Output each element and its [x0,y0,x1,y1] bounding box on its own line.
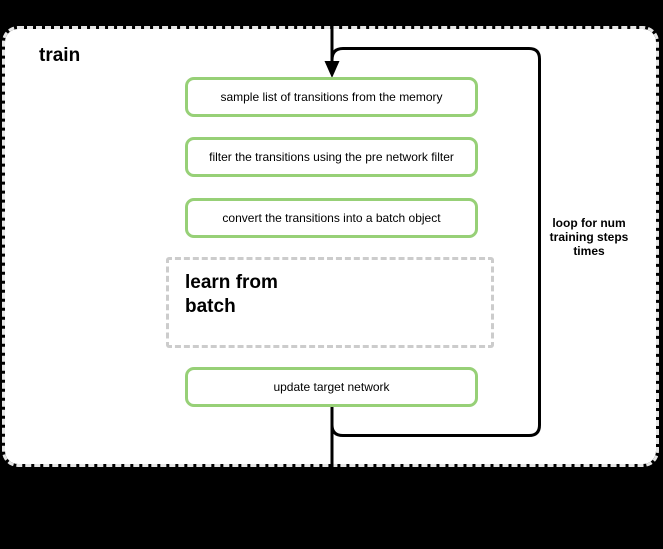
loop-annotation: loop for num training steps times [543,216,635,258]
learn-box-line: batch [185,296,236,317]
step-update-target-network: update target network [185,367,478,407]
loop-annotation-line: times [573,244,605,258]
step-convert-batch: convert the transitions into a batch obj… [185,198,478,238]
train-title: train [39,45,81,66]
learn-from-batch-box: learn from batch [166,257,494,348]
step-sample-transitions: sample list of transitions from the memo… [185,77,478,117]
loop-annotation-line: loop for num [552,216,626,230]
step-filter-transitions: filter the transitions using the pre net… [185,137,478,177]
loop-annotation-line: training steps [549,230,629,244]
learn-box-line: learn from [185,272,278,293]
